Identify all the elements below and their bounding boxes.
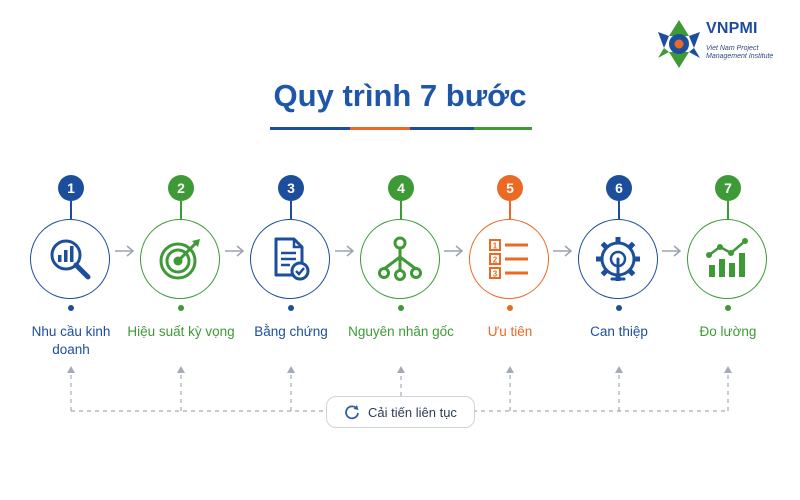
step-number-badge: 3 xyxy=(278,175,304,201)
star-logo-icon xyxy=(658,20,700,68)
step-label: Ưu tiên xyxy=(487,324,533,339)
step-dot xyxy=(68,305,74,311)
title-underline-green xyxy=(474,127,532,130)
step-number-badge: 1 xyxy=(58,175,84,201)
step-dot xyxy=(288,305,294,311)
root-tree-icon xyxy=(378,236,422,281)
continuous-improvement-pill: Cải tiến liên tục xyxy=(326,396,475,428)
continuous-improvement-label: Cải tiến liên tục xyxy=(368,404,457,420)
badge-connector xyxy=(70,201,72,219)
step-number-badge: 6 xyxy=(606,175,632,201)
title-underline-orange xyxy=(350,127,410,130)
step-dot xyxy=(178,305,184,311)
step-number-badge: 4 xyxy=(388,175,414,201)
svg-text:3: 3 xyxy=(493,270,498,279)
title-underline-navy xyxy=(270,127,350,130)
target-icon xyxy=(159,239,200,280)
badge-connector xyxy=(400,201,402,219)
svg-text:1: 1 xyxy=(493,242,498,251)
step-dot xyxy=(616,305,622,311)
arrow-4-5 xyxy=(444,245,464,257)
page-title: Quy trình 7 bước xyxy=(273,78,527,113)
step-icon-circle xyxy=(360,219,440,299)
step-label: Bằng chứng xyxy=(254,324,328,339)
magnifier-chart-icon xyxy=(50,239,91,280)
badge-connector xyxy=(727,201,729,219)
cycle-icon xyxy=(345,405,359,420)
title-underline-navy-2 xyxy=(410,127,474,130)
step-icon-circle xyxy=(250,219,330,299)
step-dot xyxy=(725,305,731,311)
step-label: Hiệu suất kỳ vọng xyxy=(127,324,235,339)
arrow-3-4 xyxy=(335,245,355,257)
vnpmi-logo: VNPMI Viet Nam Project Management Instit… xyxy=(656,18,796,78)
step-number-badge: 2 xyxy=(168,175,194,201)
badge-connector xyxy=(290,201,292,219)
badge-connector xyxy=(618,201,620,219)
step-number-badge: 7 xyxy=(715,175,741,201)
logo-name: VNPMI xyxy=(706,20,758,37)
step-label: Nhu cầu kinh doanh xyxy=(31,324,111,357)
priority-list-icon: 1 2 3 xyxy=(489,239,528,279)
step-label: Đo lường xyxy=(699,324,757,339)
arrow-5-6 xyxy=(553,245,573,257)
gear-hand-icon xyxy=(596,237,640,281)
growth-chart-icon xyxy=(706,238,748,277)
arrow-1-2 xyxy=(115,245,135,257)
step-icon-circle xyxy=(687,219,767,299)
step-icon-circle xyxy=(30,219,110,299)
arrow-2-3 xyxy=(225,245,245,257)
arrow-6-7 xyxy=(662,245,682,257)
step-label: Nguyên nhân gốc xyxy=(348,324,454,339)
step-icon-circle: 1 2 3 xyxy=(469,219,549,299)
step-label: Can thiệp xyxy=(590,324,648,339)
step-dot xyxy=(507,305,513,311)
svg-text:2: 2 xyxy=(493,256,498,265)
badge-connector xyxy=(180,201,182,219)
step-icon-circle xyxy=(140,219,220,299)
step-number-badge: 5 xyxy=(497,175,523,201)
step-dot xyxy=(398,305,404,311)
step-icon-circle xyxy=(578,219,658,299)
document-check-icon xyxy=(274,237,310,281)
logo-subtitle: Viet Nam Project Management Institute xyxy=(706,45,774,60)
badge-connector xyxy=(509,201,511,219)
